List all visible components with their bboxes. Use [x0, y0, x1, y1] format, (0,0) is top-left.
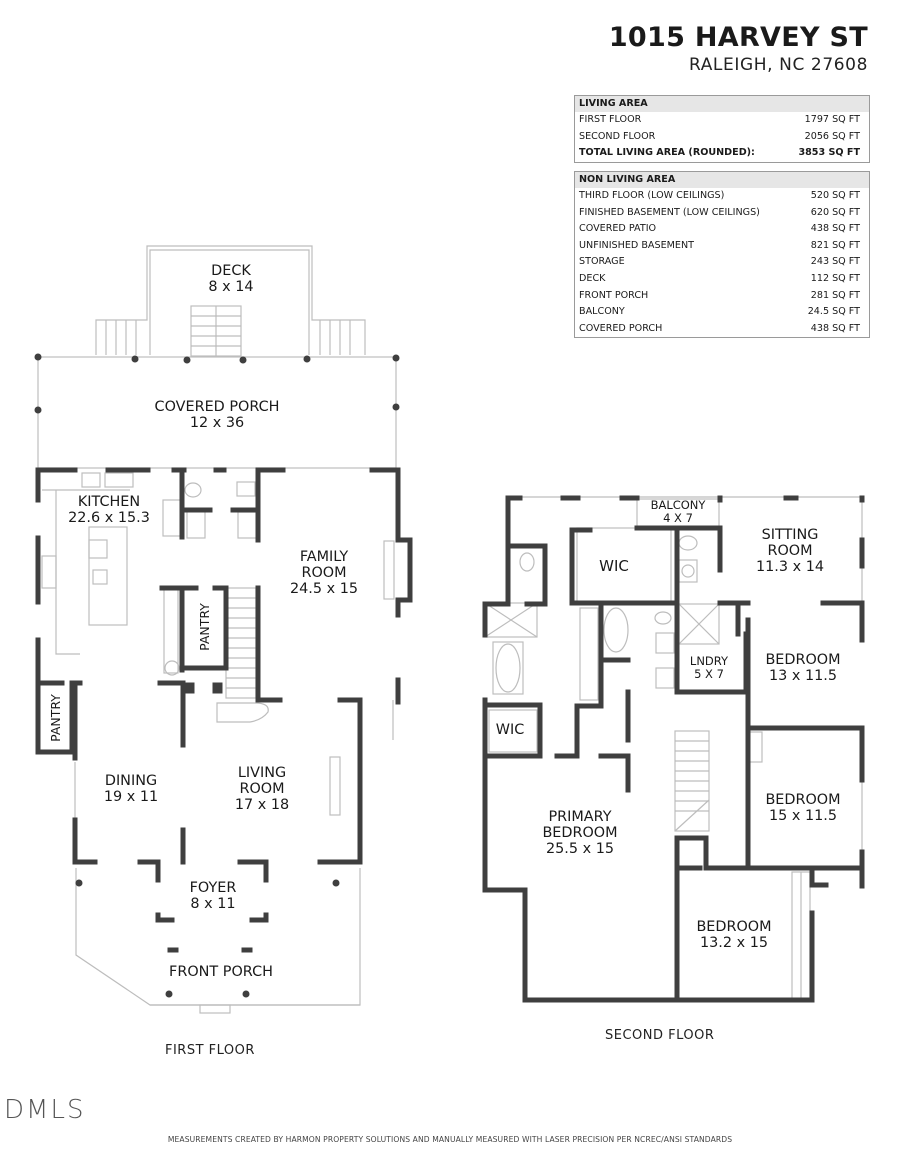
- property-header: 1015 HARVEY ST RALEIGH, NC 27608: [609, 22, 868, 76]
- room-name-pantry-side: PANTRY: [48, 694, 63, 742]
- table-row: THIRD FLOOR (LOW CEILINGS) 520 SQ FT: [575, 188, 869, 205]
- row-label: UNFINISHED BASEMENT: [579, 239, 695, 251]
- room-name-primary-bedroom-1: PRIMARY: [548, 809, 611, 825]
- second-floor-caption: SECOND FLOOR: [605, 1028, 715, 1043]
- room-dims-dining: 19 x 11: [104, 789, 158, 805]
- measurement-disclaimer: MEASUREMENTS CREATED BY HARMON PROPERTY …: [167, 1135, 733, 1144]
- row-label: DECK: [579, 272, 606, 284]
- room-name-sitting-room-2: ROOM: [767, 543, 812, 559]
- row-label: FRONT PORCH: [579, 289, 649, 301]
- first-floor-caption: FIRST FLOOR: [165, 1043, 255, 1058]
- room-name-balcony: BALCONY: [651, 498, 707, 512]
- living-area-heading: LIVING AREA: [575, 96, 869, 112]
- room-dims-covered-porch: 12 x 36: [190, 415, 244, 431]
- room-dims-bedroom-3: 13.2 x 15: [700, 935, 768, 951]
- room-name-living-room-1: LIVING: [238, 765, 286, 781]
- first-floor-thin-lines: [37, 245, 397, 1014]
- row-label: BALCONY: [579, 306, 625, 318]
- non-living-area-heading: NON LIVING AREA: [575, 172, 869, 188]
- table-row: FRONT PORCH 281 SQ FT: [575, 288, 869, 305]
- mls-logo: DMLS: [4, 1095, 86, 1125]
- table-row: FINISHED BASEMENT (LOW CEILINGS) 620 SQ F…: [575, 205, 869, 222]
- room-name-deck: DECK: [211, 263, 251, 279]
- room-name-bedroom-3: BEDROOM: [696, 919, 771, 935]
- row-value: 3853 SQ FT: [798, 147, 860, 159]
- row-label: STORAGE: [579, 256, 625, 268]
- table-row: SECOND FLOOR 2056 SQ FT: [575, 129, 869, 146]
- table-row: BALCONY 24.5 SQ FT: [575, 304, 869, 321]
- row-value: 438 SQ FT: [810, 322, 860, 334]
- room-dims-deck: 8 x 14: [208, 279, 253, 295]
- row-label: SECOND FLOOR: [579, 130, 656, 142]
- table-row: COVERED PATIO 438 SQ FT: [575, 221, 869, 238]
- living-area-table: LIVING AREA FIRST FLOOR 1797 SQ FT SECON…: [574, 95, 870, 163]
- table-row: STORAGE 243 SQ FT: [575, 254, 869, 271]
- room-name-foyer: FOYER: [190, 880, 237, 896]
- row-label: COVERED PORCH: [579, 322, 663, 334]
- row-value: 112 SQ FT: [810, 272, 860, 284]
- room-name-laundry: LNDRY: [690, 654, 729, 668]
- room-name-living-room-2: ROOM: [239, 781, 284, 797]
- room-name-covered-porch: COVERED PORCH: [155, 399, 280, 415]
- room-name-family-room-2: ROOM: [301, 565, 346, 581]
- room-dims-foyer: 8 x 11: [190, 896, 235, 912]
- room-dims-living-room: 17 x 18: [235, 797, 289, 813]
- room-name-pantry-center: PANTRY: [197, 603, 212, 651]
- room-name-dining: DINING: [105, 773, 157, 789]
- street-address: 1015 HARVEY ST: [608, 22, 868, 53]
- room-name-sitting-room-1: SITTING: [762, 527, 819, 543]
- city-state-zip: RALEIGH, NC 27608: [688, 55, 868, 75]
- row-label: FIRST FLOOR: [579, 114, 642, 125]
- room-dims-laundry: 5 X 7: [694, 667, 724, 681]
- row-value: 620 SQ FT: [810, 206, 860, 218]
- row-label: FINISHED BASEMENT (LOW CEILINGS): [579, 206, 760, 218]
- room-dims-sitting-room: 11.3 x 14: [756, 559, 824, 575]
- row-value: 821 SQ FT: [810, 239, 860, 251]
- first-floor-walls: [35, 467, 413, 953]
- total-row: TOTAL LIVING AREA (ROUNDED): 3853 SQ FT: [575, 145, 869, 162]
- non-living-area-table: NON LIVING AREA THIRD FLOOR (LOW CEILING…: [574, 171, 870, 339]
- table-row: UNFINISHED BASEMENT 821 SQ FT: [575, 238, 869, 255]
- first-floor-labels: DECK 8 x 14 COVERED PORCH 12 x 36 KITCHE…: [48, 263, 358, 980]
- second-floor-walls: [482, 495, 865, 1003]
- room-name-kitchen: KITCHEN: [78, 494, 140, 510]
- porch-columns: [34, 353, 400, 998]
- row-value: 438 SQ FT: [810, 223, 860, 235]
- room-name-front-porch: FRONT PORCH: [169, 964, 273, 980]
- room-dims-kitchen: 22.6 x 15.3: [68, 510, 150, 526]
- row-label: COVERED PATIO: [579, 223, 657, 235]
- row-label: THIRD FLOOR (LOW CEILINGS): [579, 190, 725, 201]
- row-value: 1797 SQ FT: [804, 114, 860, 125]
- row-value: 24.5 SQ FT: [807, 306, 860, 318]
- room-dims-family-room: 24.5 x 15: [290, 581, 358, 597]
- room-name-bedroom-2: BEDROOM: [765, 792, 840, 808]
- room-dims-bedroom-2: 15 x 11.5: [769, 808, 837, 824]
- room-name-wic-left: WIC: [496, 722, 525, 738]
- row-value: 281 SQ FT: [810, 289, 860, 301]
- table-row: FIRST FLOOR 1797 SQ FT: [575, 112, 869, 129]
- room-name-family-room-1: FAMILY: [300, 549, 349, 565]
- room-dims-balcony: 4 X 7: [663, 511, 693, 525]
- room-dims-primary-bedroom: 25.5 x 15: [546, 841, 614, 857]
- row-label: TOTAL LIVING AREA (ROUNDED):: [579, 147, 755, 159]
- row-value: 520 SQ FT: [810, 190, 860, 201]
- row-value: 243 SQ FT: [810, 256, 860, 268]
- row-value: 2056 SQ FT: [804, 130, 860, 142]
- room-dims-bedroom-1: 13 x 11.5: [769, 668, 837, 684]
- table-row: DECK 112 SQ FT: [575, 271, 869, 288]
- room-name-primary-bedroom-2: BEDROOM: [542, 825, 617, 841]
- table-row: COVERED PORCH 438 SQ FT: [575, 321, 869, 338]
- second-floor-labels: BALCONY 4 X 7 SITTING ROOM 11.3 x 14 WIC…: [496, 498, 841, 951]
- room-name-wic-top: WIC: [599, 557, 629, 575]
- second-floor-thin-lines: [484, 496, 863, 1001]
- room-name-bedroom-1: BEDROOM: [765, 652, 840, 668]
